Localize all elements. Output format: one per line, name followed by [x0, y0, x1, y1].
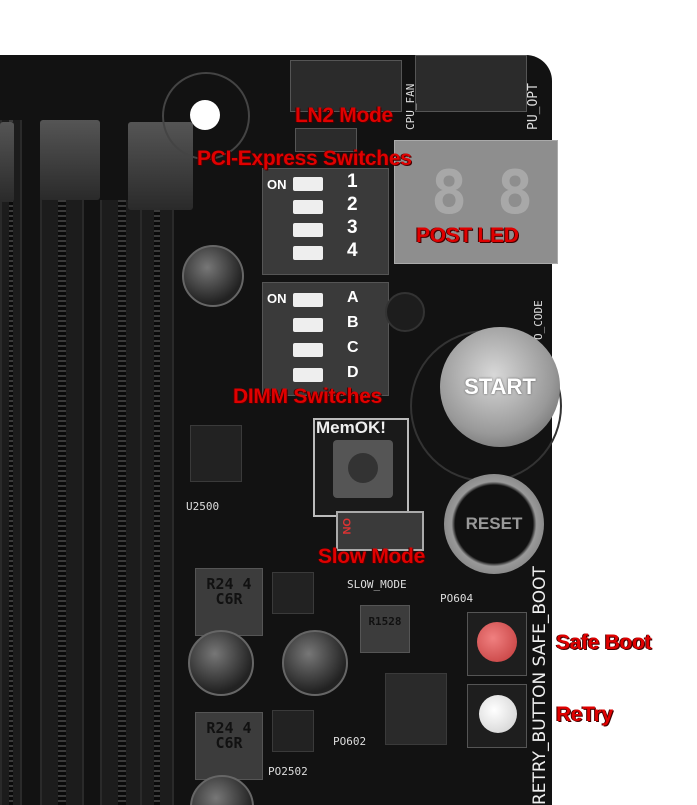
pcie-switch-label-4: 4 [347, 240, 358, 261]
memok-button[interactable] [333, 440, 393, 498]
dimm-switch-label-c: C [347, 339, 359, 356]
pcie-switch-label-2: 2 [347, 194, 358, 215]
dimm-switch-a[interactable] [293, 293, 323, 307]
dimm-switch-label-a: A [347, 289, 359, 306]
capacitor [188, 630, 254, 696]
retry-label: ReTry [556, 703, 613, 726]
screw [385, 292, 425, 332]
dimm-switch-label-b: B [347, 314, 359, 331]
dimm-switch-c[interactable] [293, 343, 323, 357]
pcie-switch-2[interactable] [293, 200, 323, 214]
ic-chip [272, 572, 314, 614]
q-code-silkscreen: O_CODE [532, 300, 545, 340]
vrm-inductor: R24 4 C6R [195, 568, 263, 636]
dimm-switch-d[interactable] [293, 368, 323, 382]
po604-silkscreen: PO604 [440, 592, 474, 605]
cpu-opt-header [415, 55, 527, 112]
mosfet [385, 673, 447, 745]
opt-header-silkscreen: PU_OPT [526, 83, 541, 130]
slow-mode-label: Slow Mode [318, 545, 425, 568]
dimm-slot [40, 180, 84, 805]
ic-chip [272, 710, 314, 752]
vrm-inductor: R24 4 C6R [195, 712, 263, 780]
slow-mode-switch[interactable] [336, 511, 424, 551]
pcie-switch-label-3: 3 [347, 217, 358, 238]
memok-silkscreen: MemOK! [316, 418, 386, 437]
pcie-switch-label-1: 1 [347, 171, 358, 192]
pcie-on-label: ON [267, 177, 287, 192]
dimm-latch [0, 122, 14, 202]
safe-boot-retry-silkscreen: RETRY_BUTTON SAFE_BOOT [530, 566, 550, 805]
dimm-slot [100, 200, 144, 805]
fan-header-silkscreen: CPU_FAN [404, 83, 417, 130]
reset-button[interactable]: RESET [444, 474, 544, 574]
dimm-switches-label: DIMM Switches [233, 385, 382, 408]
seven-segment-digit: 8 [497, 158, 534, 228]
u2500-silkscreen: U2500 [186, 500, 220, 513]
dimm-switch-block: ON A B C D [262, 282, 389, 396]
mounting-hole-center [190, 100, 220, 130]
pcie-switch-4[interactable] [293, 246, 323, 260]
inductor: R1528 [360, 605, 410, 653]
capacitor [182, 245, 244, 307]
safe-boot-button[interactable] [477, 622, 517, 662]
post-led-display: 8 8 [394, 140, 558, 264]
po2502-silkscreen: PO2502 [268, 765, 308, 778]
dimm-slot [140, 200, 174, 805]
pcie-switch-1[interactable] [293, 177, 323, 191]
safe-boot-label: Safe Boot [556, 631, 652, 654]
ic-chip [190, 425, 242, 482]
slow-mode-on-label: ON [340, 518, 352, 535]
dimm-latch [40, 120, 100, 200]
pcie-switch-block: ON 1 2 3 4 [262, 168, 389, 275]
capacitor [282, 630, 348, 696]
post-led-label: POST LED [416, 224, 519, 247]
mounting-hole [162, 72, 250, 160]
retry-button[interactable] [479, 695, 517, 733]
slow-mode-silkscreen: SLOW_MODE [347, 578, 407, 591]
cpu-fan-header [290, 60, 402, 112]
ln2-mode-label: LN2 Mode [295, 104, 393, 127]
dimm-on-label: ON [267, 291, 287, 306]
pcie-switch-3[interactable] [293, 223, 323, 237]
dimm-switch-label-d: D [347, 364, 359, 381]
po602-silkscreen: PO602 [333, 735, 367, 748]
ln2-jumper[interactable] [295, 128, 357, 152]
dimm-slot [0, 120, 22, 805]
start-button[interactable]: START [440, 327, 560, 447]
seven-segment-digit: 8 [431, 158, 468, 228]
dimm-switch-b[interactable] [293, 318, 323, 332]
pcie-switches-label: PCI-Express Switches [197, 147, 412, 170]
